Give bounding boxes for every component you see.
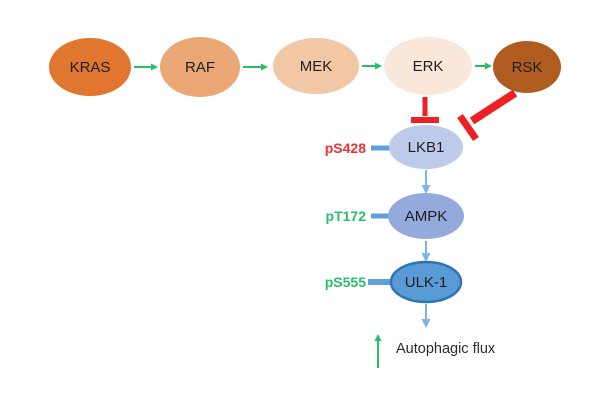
kras-ellipse [49,38,131,96]
inhibition-rsk-line [469,89,518,125]
node-lkb1: LKB1 [389,125,463,169]
ulk1-label: ULK-1 [405,274,448,291]
inhibition-rsk-tbar [457,114,479,141]
mek-ellipse [273,38,359,94]
erk-label: ERK [413,58,444,75]
node-erk: ERK [384,37,472,95]
node-raf: RAF [160,37,240,97]
node-ampk: AMPK [388,193,464,239]
ampk-label: AMPK [405,208,448,225]
erk-ellipse [384,37,472,95]
node-kras: KRAS [49,38,131,96]
raf-ellipse [160,37,240,97]
rsk-label: RSK [512,59,543,76]
lkb1-label: LKB1 [408,139,445,156]
autophagic-flux-label: Autophagic flux [396,341,496,357]
rsk-ellipse [493,41,561,93]
node-rsk: RSK [493,41,561,93]
ampk-ellipse [388,193,464,239]
ulk1-ellipse [389,260,463,304]
node-mek: MEK [273,38,359,94]
node-ulk1: ULK-1 [389,260,463,304]
mek-label: MEK [300,58,333,75]
raf-label: RAF [185,59,215,76]
ps428-label: pS428 [325,140,366,156]
pt172-label: pT172 [326,208,367,224]
lkb1-ellipse [389,125,463,169]
kras-label: KRAS [70,59,111,76]
ps555-label: pS555 [325,274,366,290]
inhibition-rsk-to-lkb1 [457,89,518,141]
inhibition-erk-to-lkb1 [411,97,439,123]
